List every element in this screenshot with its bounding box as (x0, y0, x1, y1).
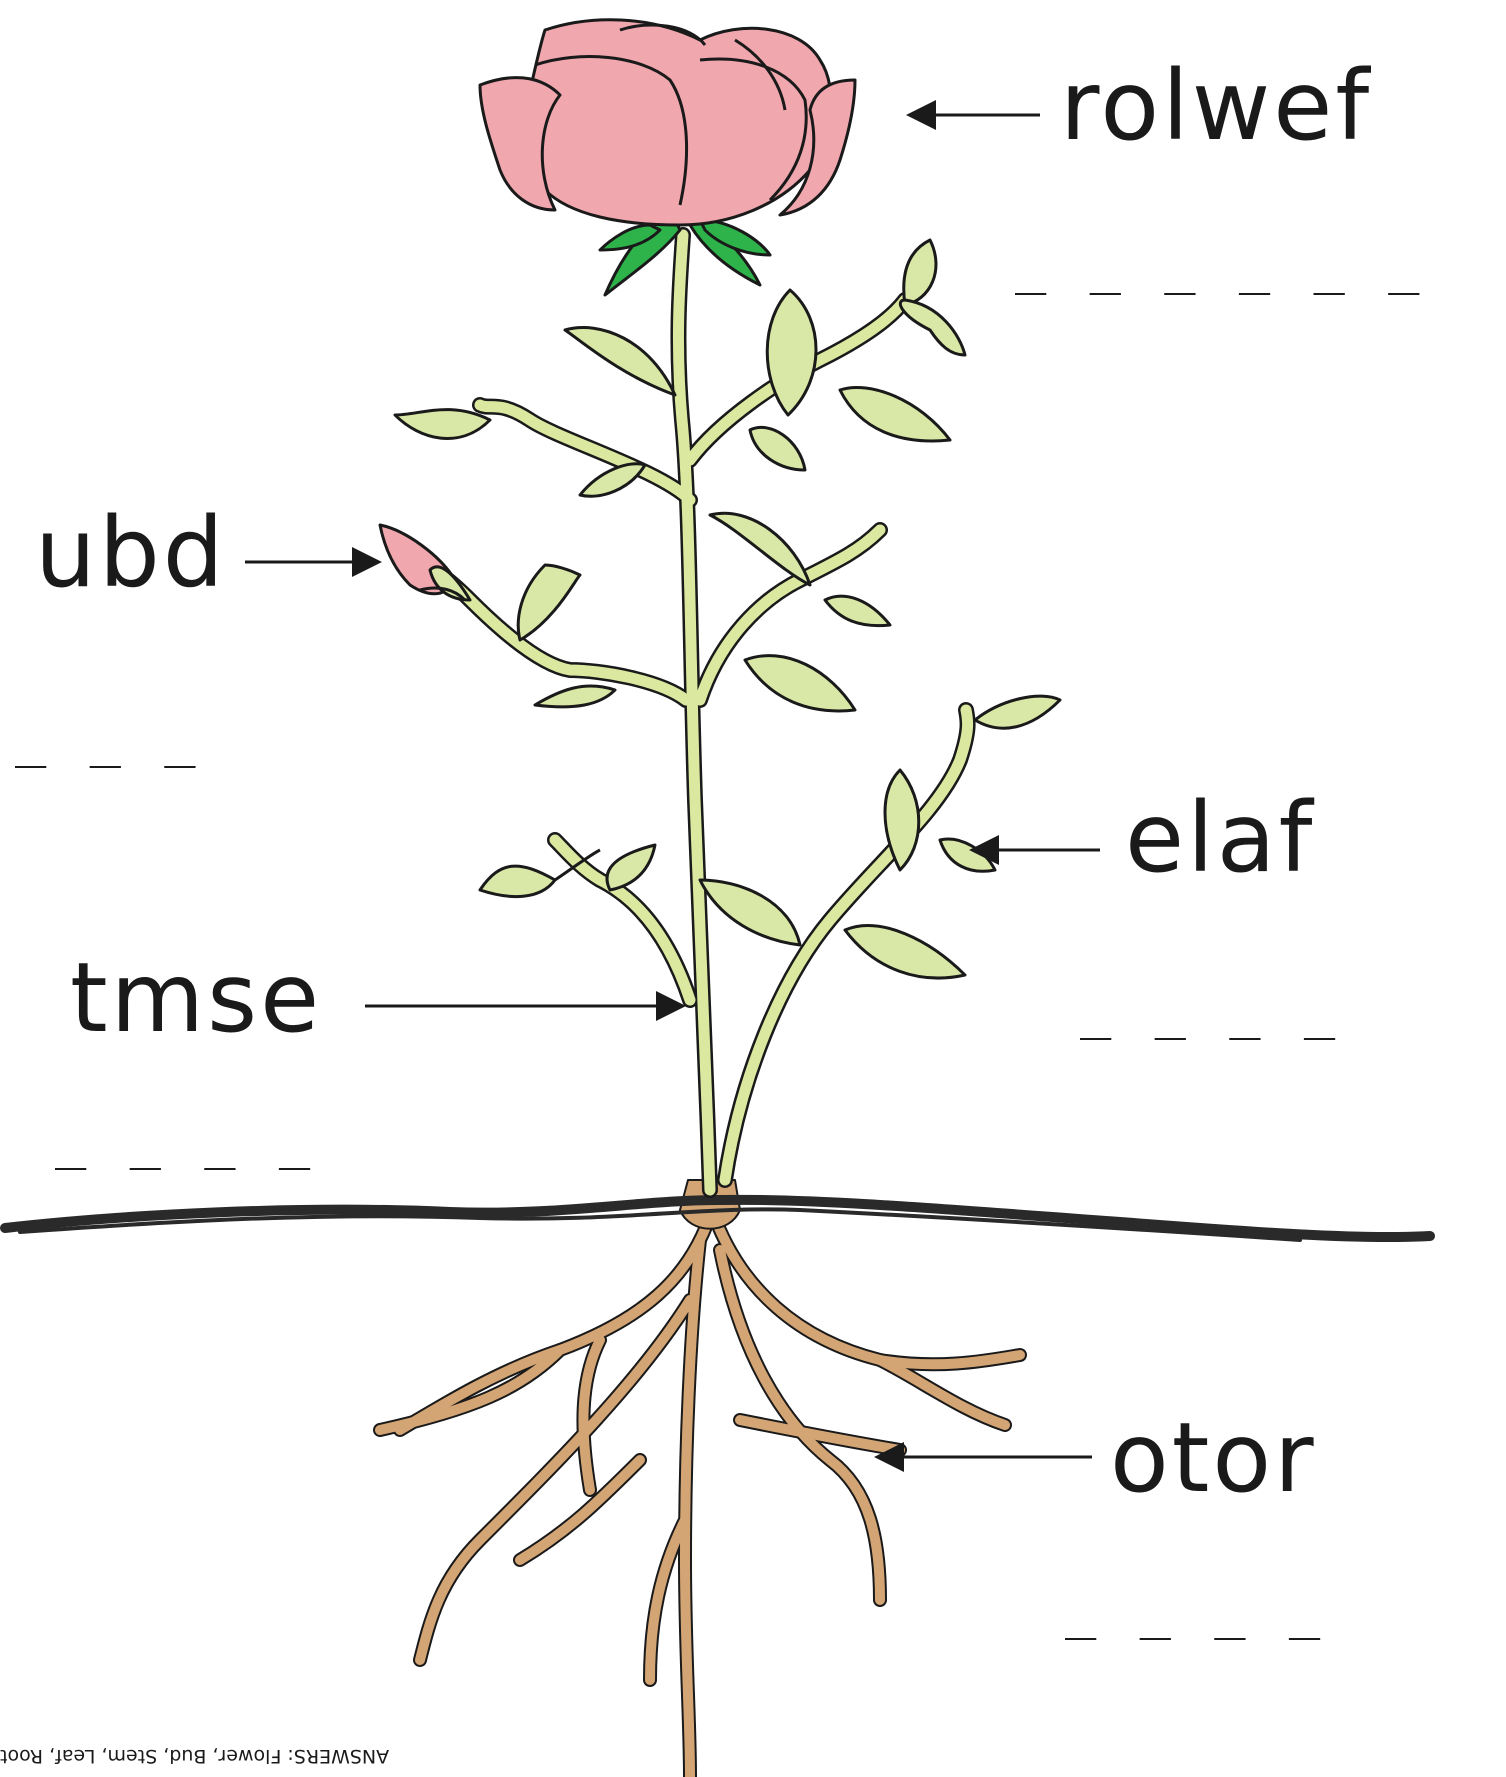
leaf (767, 290, 816, 415)
stem-scrambled-label: tmse (70, 950, 322, 1046)
roots (380, 1180, 1020, 1777)
leaf (940, 839, 995, 871)
leaf (535, 686, 615, 707)
stem-answer-blanks[interactable]: _ _ _ _ (55, 1115, 316, 1167)
leaf (904, 240, 936, 305)
leaves (395, 240, 1060, 978)
bud-answer-blanks[interactable]: _ _ _ (15, 713, 202, 765)
leaf (607, 845, 655, 890)
root-answer-blanks[interactable]: _ _ _ _ (1065, 1585, 1326, 1637)
leaf (565, 328, 675, 395)
flower-answer-blanks[interactable]: _ _ _ _ _ _ (1015, 240, 1425, 292)
answer-key: ANSWERS: Flower, Bud, Stem, Leaf, Root (0, 1745, 389, 1767)
bud (380, 525, 470, 600)
leaf (825, 596, 890, 625)
leaf (900, 300, 965, 355)
leaf-scrambled-label: elaf (1125, 790, 1315, 886)
root-scrambled-label: otor (1110, 1410, 1317, 1506)
leaf (975, 696, 1060, 728)
leaf (840, 387, 950, 440)
leaf (845, 926, 965, 978)
leaf (580, 464, 645, 497)
stems (400, 235, 968, 1190)
leaf (745, 656, 855, 711)
leaf (750, 427, 805, 470)
flower-scrambled-label: rolwef (1060, 58, 1372, 154)
flower (480, 20, 855, 295)
leaf (710, 513, 810, 585)
leaf (700, 880, 800, 945)
leaf-answer-blanks[interactable]: _ _ _ _ (1080, 985, 1341, 1037)
leaf (395, 410, 490, 439)
leaf (518, 565, 580, 640)
bud-scrambled-label: ubd (35, 505, 227, 601)
